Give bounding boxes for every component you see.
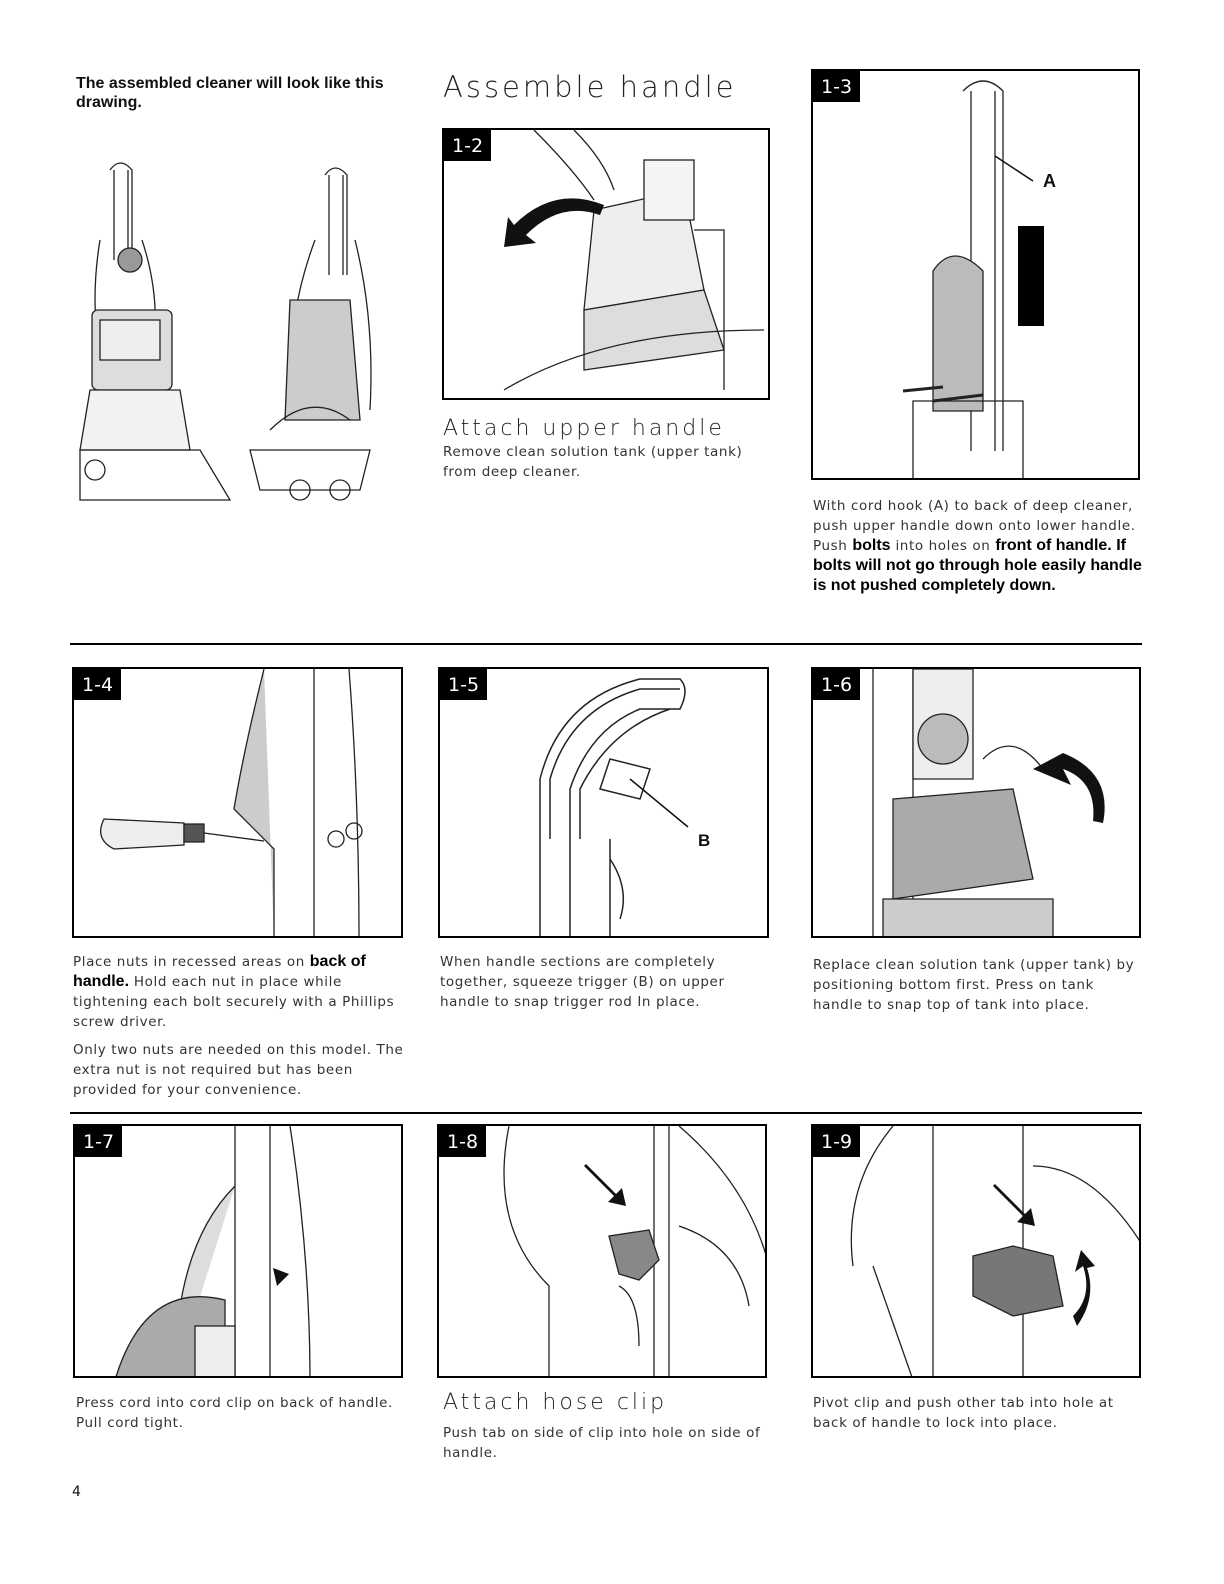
figure-badge: 1-3 — [813, 71, 861, 102]
fig-1-4-caption: Place nuts in recessed areas on back of … — [73, 952, 405, 1108]
cord-clip-illustration — [115, 1126, 313, 1376]
figure-badge: 1-8 — [439, 1126, 487, 1157]
hose-clip-illustration — [503, 1126, 765, 1376]
straight-arrow-icon — [273, 1268, 313, 1306]
figure-1-8: 1-8 — [437, 1124, 767, 1378]
fig-1-3-caption: With cord hook (A) to back of deep clean… — [813, 496, 1143, 596]
page-number: 4 — [72, 1484, 81, 1500]
straight-arrow-icon — [993, 1184, 1035, 1226]
caption-bold: back of handle. — [73, 953, 366, 990]
curved-arrow-icon — [1073, 1250, 1095, 1326]
upper-handle-illustration — [902, 80, 1044, 478]
fig-1-6-caption: Replace clean solution tank (upper tank)… — [813, 957, 1135, 1013]
redaction-bar — [1018, 226, 1044, 326]
remove-tank-illustration — [503, 130, 765, 391]
figure-1-6: 1-6 — [811, 667, 1141, 938]
intro-text: The assembled cleaner will look like thi… — [76, 75, 384, 111]
fig-1-9-caption: Pivot clip and push other tab into hole … — [813, 1395, 1114, 1431]
pivot-clip-illustration — [850, 1126, 1139, 1376]
section-divider — [70, 643, 1142, 645]
screwdriver-illustration — [100, 669, 363, 936]
figure-badge: 1-7 — [75, 1126, 123, 1157]
caption-lead: With cord hook (A) to back of deep clean… — [813, 498, 1136, 554]
assemble-handle-heading: Assemble handle — [443, 70, 737, 104]
figure-1-3: A 1-3 — [811, 69, 1140, 480]
figure-badge: 1-5 — [440, 669, 488, 700]
fig-1-2-caption: Remove clean solution tank (upper tank) … — [443, 444, 743, 480]
label-b: B — [698, 831, 711, 850]
caption-lead: Place nuts in recessed areas on — [73, 954, 310, 970]
caption-bold-bolts: bolts — [852, 537, 891, 554]
straight-arrow-icon — [584, 1164, 626, 1206]
caption-mid: into holes on — [890, 538, 996, 554]
fig-1-7-caption: Press cord into cord clip on back of han… — [76, 1395, 393, 1431]
caption-rest: Hold each nut in place while tightening … — [73, 974, 395, 1030]
attach-upper-handle-heading: Attach upper handle — [443, 416, 725, 441]
figure-badge: 1-6 — [813, 669, 861, 700]
fig-1-8-caption: Push tab on side of clip into hole on si… — [443, 1425, 761, 1461]
caption-bold-front: front of handle. If bolts will not go th… — [813, 537, 1142, 594]
figure-1-9: 1-9 — [811, 1124, 1141, 1378]
cleaner-front-handle — [109, 162, 133, 260]
trigger-illustration — [539, 678, 689, 936]
figure-badge: 1-2 — [444, 130, 492, 161]
figure-1-4: 1-4 — [72, 667, 403, 938]
replace-tank-illustration — [872, 669, 1105, 936]
assembled-cleaner-illustration — [79, 162, 372, 501]
curved-arrow-icon — [1033, 753, 1105, 823]
figure-1-5: B 1-5 — [438, 667, 769, 938]
figure-1-7: 1-7 — [73, 1124, 403, 1378]
curved-arrow-icon — [504, 198, 604, 247]
section-divider — [70, 1112, 1142, 1114]
attach-hose-clip-heading: Attach hose clip — [443, 1390, 668, 1415]
fig-1-4-note: Only two nuts are needed on this model. … — [73, 1042, 404, 1098]
label-a: A — [1043, 171, 1056, 191]
figure-badge: 1-9 — [813, 1126, 861, 1157]
figure-badge: 1-4 — [74, 669, 122, 700]
figure-1-2: 1-2 — [442, 128, 770, 400]
fig-1-5-caption: When handle sections are completely toge… — [440, 954, 725, 1010]
